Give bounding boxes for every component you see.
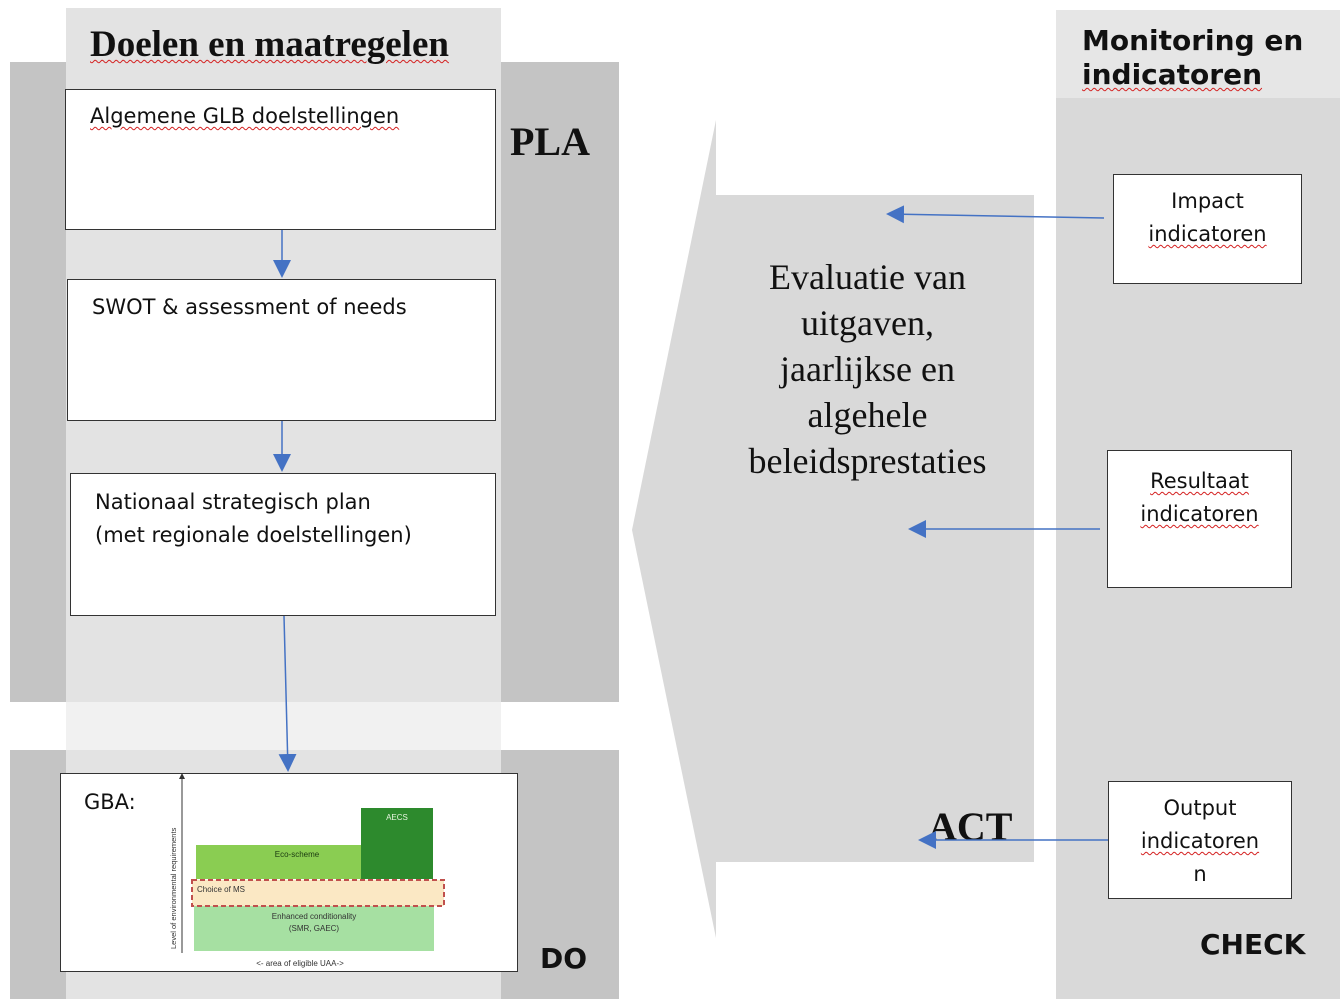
pla-label: PLA bbox=[510, 119, 590, 164]
gba-choice-layer bbox=[191, 879, 445, 907]
check-label: CHECK bbox=[1200, 928, 1306, 961]
impact-indicators-box: Impact indicatoren bbox=[1113, 174, 1302, 284]
evaluation-text: Evaluatie van uitgaven, jaarlijkse en al… bbox=[715, 254, 1020, 484]
do-label: DO bbox=[540, 942, 588, 975]
gba-aecs-layer bbox=[361, 808, 433, 879]
evaluation-text-line-2: uitgaven, bbox=[801, 303, 934, 343]
evaluation-text-line-1: Evaluatie van bbox=[769, 257, 966, 297]
goals-box bbox=[65, 89, 496, 230]
national-plan-text-line2: (met regionale doelstellingen) bbox=[95, 523, 412, 547]
output-indicators-line2: indicatoren bbox=[1140, 829, 1260, 853]
arrow-plan-to-gba bbox=[278, 615, 297, 772]
goals-box-text: Algemene GLB doelstellingen bbox=[90, 104, 400, 128]
gba-conditionality-line1: Enhanced conditionality bbox=[272, 912, 357, 921]
monitoring-title-bg bbox=[1056, 10, 1340, 98]
monitoring-title-line2: indicatoren bbox=[1082, 58, 1263, 91]
gba-y-axis-arrowhead bbox=[179, 773, 185, 779]
gba-conditionality-layer bbox=[194, 905, 434, 951]
result-indicators-box: Resultaat indicatoren bbox=[1107, 450, 1292, 588]
gba-chart: Level of environmental requirements Enha… bbox=[169, 773, 445, 968]
evaluation-text-line-3: jaarlijkse en bbox=[780, 349, 955, 389]
gba-conditionality-line2: (SMR, GAEC) bbox=[289, 924, 340, 933]
gba-label: GBA: bbox=[84, 790, 136, 814]
plan-title: Doelen en maatregelen bbox=[90, 24, 449, 65]
gba-y-axis-label: Level of environmental requirements bbox=[169, 827, 178, 949]
gba-choice-label: Choice of MS bbox=[197, 885, 245, 894]
gba-eco-scheme-label: Eco-scheme bbox=[275, 850, 320, 859]
act-label: ACT bbox=[928, 804, 1013, 849]
impact-indicators-line2: indicatoren bbox=[1148, 222, 1267, 246]
monitoring-title-line1: Monitoring en bbox=[1082, 24, 1304, 57]
gba-aecs-label: AECS bbox=[386, 813, 408, 822]
output-indicators-line3: n bbox=[1193, 862, 1207, 886]
national-plan-text-line1: Nationaal strategisch plan bbox=[95, 490, 371, 514]
result-indicators-line1: Resultaat bbox=[1150, 469, 1249, 493]
output-indicators-line1: Output bbox=[1163, 796, 1237, 820]
gba-x-axis-label: <- area of eligible UAA-> bbox=[256, 959, 344, 968]
evaluation-text-line-4: algehele bbox=[807, 395, 928, 435]
swot-box bbox=[67, 279, 496, 421]
impact-indicators-line1: Impact bbox=[1171, 189, 1244, 213]
arrow-impact-to-evaluation bbox=[886, 205, 1105, 224]
swot-box-text: SWOT & assessment of needs bbox=[92, 295, 407, 319]
plan-gap bbox=[66, 702, 501, 750]
result-indicators-line2: indicatoren bbox=[1140, 502, 1259, 526]
output-indicators-box: Output indicatoren n bbox=[1108, 781, 1292, 899]
national-plan-box bbox=[70, 473, 496, 616]
evaluation-text-line-5: beleidsprestaties bbox=[748, 441, 987, 481]
